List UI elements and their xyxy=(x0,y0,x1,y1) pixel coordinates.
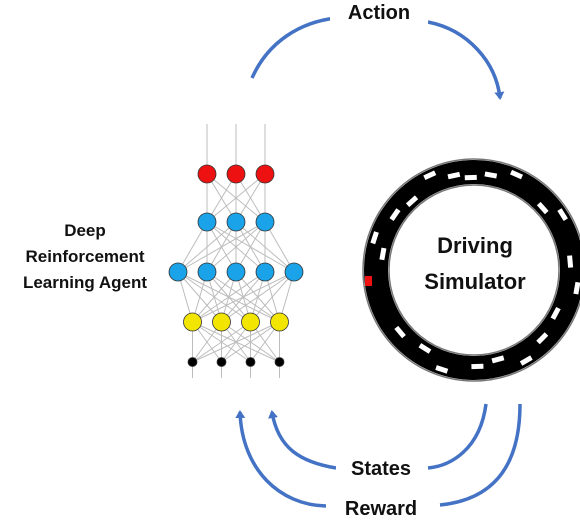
track-cars xyxy=(370,169,580,374)
node-hidden-3-1 xyxy=(197,212,217,232)
node-hidden-1-2 xyxy=(212,312,231,332)
node-output-1 xyxy=(197,164,217,184)
simulator-label: Driving Simulator xyxy=(410,228,540,300)
network-edge xyxy=(206,221,237,273)
node-hidden-2-2 xyxy=(197,262,217,282)
node-hidden-3-2 xyxy=(226,212,246,232)
node-output-2 xyxy=(226,164,246,184)
node-output-3 xyxy=(255,164,275,184)
node-input-4 xyxy=(274,357,285,367)
network-edge xyxy=(235,221,295,273)
network-edge xyxy=(177,271,251,323)
network-edge xyxy=(177,271,280,323)
agent-label: Deep Reinforcement Learning Agent xyxy=(0,218,170,296)
network-edge xyxy=(235,271,280,323)
track-car xyxy=(484,171,498,179)
network-edge xyxy=(192,321,280,363)
node-hidden-1-1 xyxy=(183,312,202,332)
node-hidden-2-3 xyxy=(226,262,246,282)
track-car xyxy=(557,208,568,222)
network-edge xyxy=(177,221,208,273)
track-car xyxy=(519,355,533,366)
network-edge xyxy=(206,271,280,323)
node-input-3 xyxy=(245,357,256,367)
track-car xyxy=(435,365,449,374)
track-car xyxy=(464,174,477,181)
track-car xyxy=(567,255,574,268)
track-car xyxy=(389,208,401,221)
network-edge xyxy=(177,271,222,323)
network-edge xyxy=(264,221,295,273)
states-arrow xyxy=(272,403,488,470)
agent-label-line-2: Reinforcement xyxy=(25,247,145,266)
driving-simulator xyxy=(362,158,580,382)
neural-network xyxy=(168,164,304,367)
agent-label-line-3: Learning Agent xyxy=(22,273,148,292)
track-car xyxy=(423,170,437,181)
network-edge xyxy=(192,321,251,363)
reward-arrow xyxy=(240,403,522,508)
node-hidden-2-5 xyxy=(284,262,304,282)
node-input-2 xyxy=(216,357,227,367)
network-edge xyxy=(206,173,266,223)
track-car xyxy=(510,169,524,180)
action-label: Action xyxy=(330,0,428,26)
states-label: States xyxy=(336,456,426,482)
track-car xyxy=(536,332,549,345)
track-car xyxy=(405,195,419,208)
track-inner-edge xyxy=(388,184,560,356)
node-hidden-1-3 xyxy=(241,312,260,332)
track-car xyxy=(370,231,379,245)
track-car xyxy=(536,201,549,215)
agent-label-line-1: Deep xyxy=(64,221,106,240)
track-car xyxy=(471,363,484,370)
track-car xyxy=(550,306,561,320)
action-arrow xyxy=(250,16,500,98)
node-hidden-3-3 xyxy=(255,212,275,232)
reward-label: Reward xyxy=(326,496,436,522)
track-car xyxy=(573,281,580,295)
simulator-label-line-2: Simulator xyxy=(424,269,526,294)
network-edge xyxy=(206,221,295,273)
agent-car xyxy=(365,276,372,286)
node-hidden-1-4 xyxy=(270,312,289,332)
track-outer-edge xyxy=(362,158,580,382)
network-connections xyxy=(177,124,295,378)
track-car xyxy=(394,325,406,339)
track-car xyxy=(379,247,387,261)
track-car xyxy=(447,171,461,180)
node-hidden-2-1 xyxy=(168,262,188,282)
network-edge xyxy=(206,221,266,273)
simulator-label-line-1: Driving xyxy=(437,233,513,258)
track-car xyxy=(418,343,432,354)
node-input-1 xyxy=(187,357,198,367)
track-car xyxy=(491,355,505,364)
node-hidden-2-4 xyxy=(255,262,275,282)
network-edge xyxy=(221,321,280,363)
